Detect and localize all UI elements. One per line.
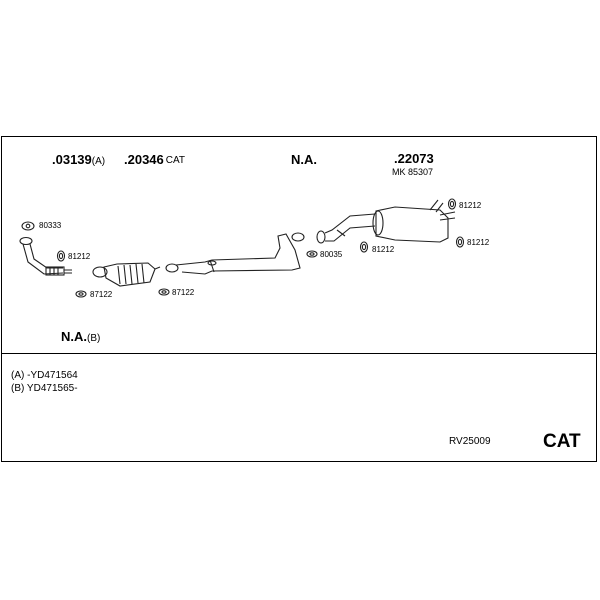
part-81212-right-label: 81212 <box>467 238 490 247</box>
part-81212-left-label: 81212 <box>68 252 91 261</box>
na-b-number: N.A. <box>61 329 87 344</box>
part-87122-a-label: 87122 <box>90 290 113 299</box>
catalyst-type-label: CAT <box>543 431 581 452</box>
note-a: (A) -YD471564 <box>11 370 78 381</box>
notes-divider <box>1 353 597 354</box>
catalyst-drawing <box>92 262 161 287</box>
front-pipe-drawing <box>19 236 72 276</box>
part-81212-mid-label: 81212 <box>372 245 395 254</box>
na-b-suffix: (B) <box>87 333 101 344</box>
rear-silencer-drawing <box>372 199 456 243</box>
small-parts-icons <box>21 198 465 298</box>
note-b: (B) YD471565- <box>11 383 78 394</box>
part-03139-label: .03139(A) <box>52 153 105 167</box>
part-20346-number: .20346 <box>124 152 164 167</box>
part-20346-suffix: CAT <box>165 155 186 166</box>
part-22073-number: .22073 <box>394 151 434 166</box>
part-80333-label: 80333 <box>39 221 62 230</box>
part-80035-label: 80035 <box>320 250 343 259</box>
na-b-label: N.A.(B) <box>61 330 100 344</box>
diagram-code: RV25009 <box>449 436 491 447</box>
part-81212-top-label: 81212 <box>459 201 482 210</box>
middle-pipe-drawing <box>165 232 305 275</box>
rear-pipe-drawing <box>316 213 376 244</box>
part-03139-number: .03139 <box>52 152 92 167</box>
diagram-frame <box>1 136 597 462</box>
part-87122-b-label: 87122 <box>172 288 195 297</box>
part-03139-suffix: (A) <box>91 156 106 167</box>
part-22073-sub: MK 85307 <box>392 167 434 177</box>
na-top-label: N.A. <box>291 152 317 167</box>
